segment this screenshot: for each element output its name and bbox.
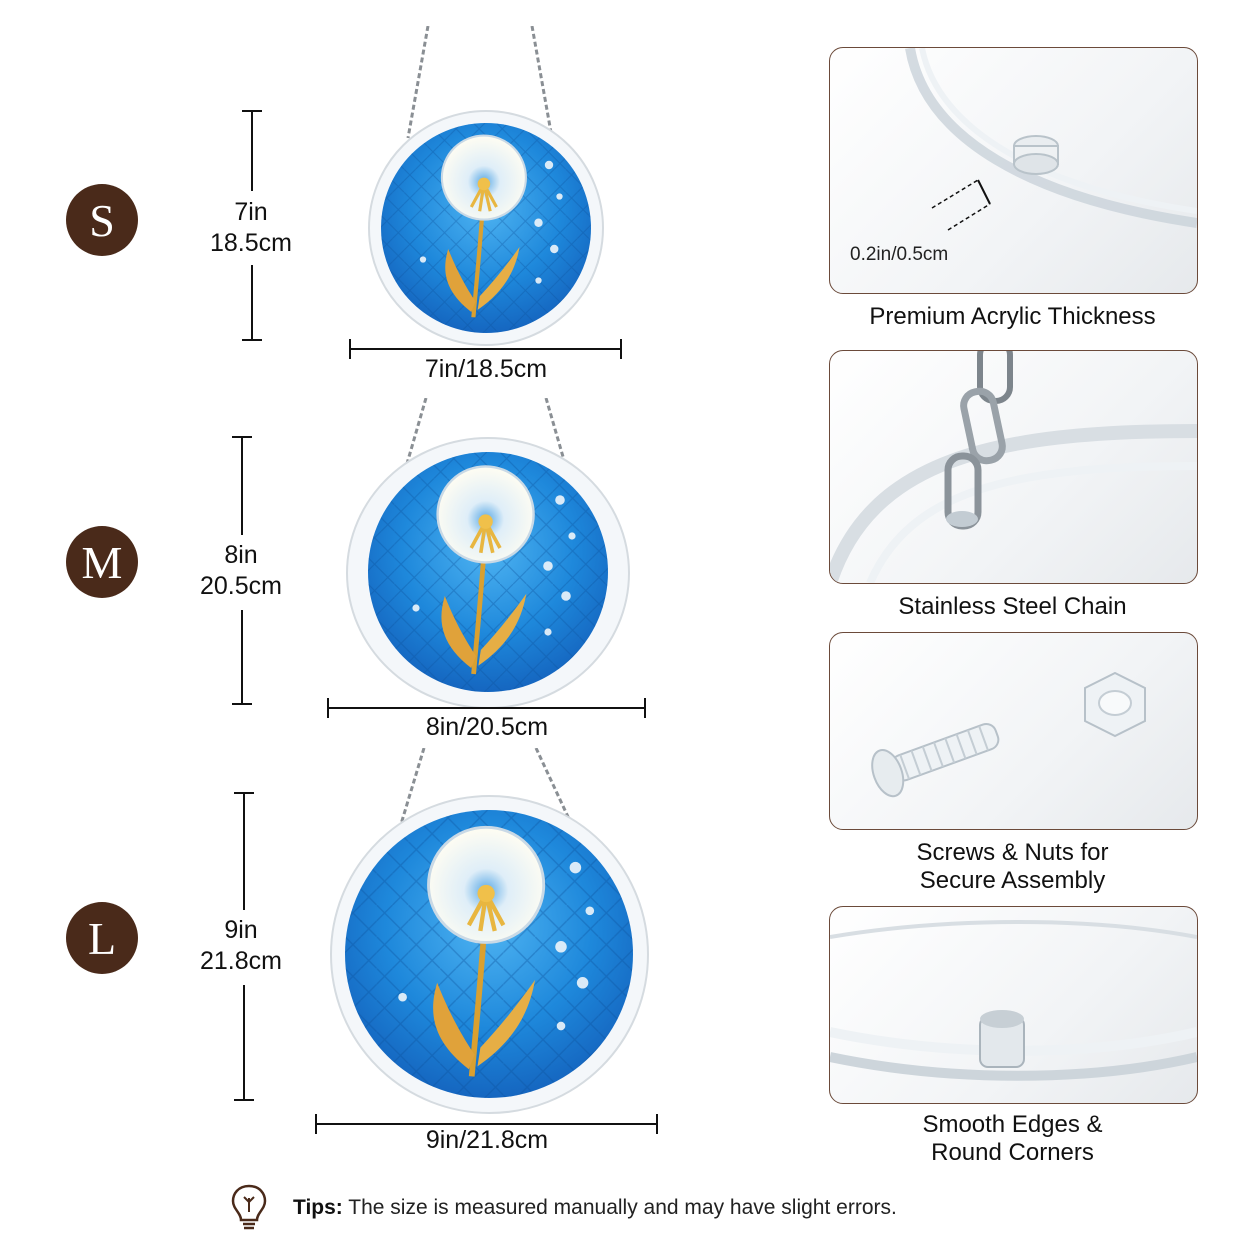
feature-panel-thickness: 0.2in/0.5cm <box>829 47 1198 294</box>
lightbulb-icon <box>231 1184 267 1230</box>
caption-chain: Stainless Steel Chain <box>898 593 1127 620</box>
size-badge-m: M <box>66 526 138 598</box>
ornament-m <box>346 437 630 709</box>
height-tick-bottom-l <box>234 1099 254 1101</box>
height-tick-bottom-s <box>242 339 262 341</box>
caption-edges: Smooth Edges &Round Corners <box>922 1111 1103 1166</box>
ornament-s <box>368 110 604 346</box>
height-dim-line-l <box>243 793 245 910</box>
round-edge-illustration <box>830 920 1197 1081</box>
size-badge-s: S <box>66 184 138 256</box>
height-dim-line-s <box>251 111 253 191</box>
screw-nut-illustration <box>871 671 1146 798</box>
height-dim-line-m <box>241 437 243 535</box>
width-label-l: 9in/21.8cm <box>425 1126 549 1154</box>
width-label-s: 7in/18.5cm <box>424 355 548 383</box>
width-tick-right-s <box>620 339 622 359</box>
width-tick-right-l <box>656 1114 658 1134</box>
ornament-l <box>330 795 649 1114</box>
width-tick-left-l <box>315 1114 317 1134</box>
caption-thickness: Premium Acrylic Thickness <box>869 303 1156 330</box>
chain-s <box>406 26 554 139</box>
width-label-m: 8in/20.5cm <box>425 713 549 741</box>
feature-panel-edges <box>829 906 1198 1104</box>
width-tick-right-m <box>644 698 646 718</box>
thickness-measure-label: 0.2in/0.5cm <box>850 244 949 265</box>
chain-closeup-illustration <box>830 351 1197 583</box>
height-tick-top-m <box>232 436 252 438</box>
acrylic-edge-illustration <box>905 48 1197 231</box>
height-tick-top-l <box>234 792 254 794</box>
feature-panel-chain <box>829 350 1198 584</box>
size-badge-l: L <box>66 902 138 974</box>
height-tick-top-s <box>242 110 262 112</box>
height-dim-line-m-lower <box>241 610 243 705</box>
width-tick-left-m <box>327 698 329 718</box>
feature-panel-screws <box>829 632 1198 830</box>
width-dim-line-s <box>350 348 622 350</box>
tips-note: Tips: The size is measured manually and … <box>293 1196 897 1219</box>
height-dim-line-s-lower <box>251 265 253 341</box>
width-dim-line-l <box>316 1123 658 1125</box>
height-tick-bottom-m <box>232 703 252 705</box>
width-dim-line-m <box>328 707 646 709</box>
width-tick-left-s <box>349 339 351 359</box>
height-dim-line-l-lower <box>243 985 245 1101</box>
